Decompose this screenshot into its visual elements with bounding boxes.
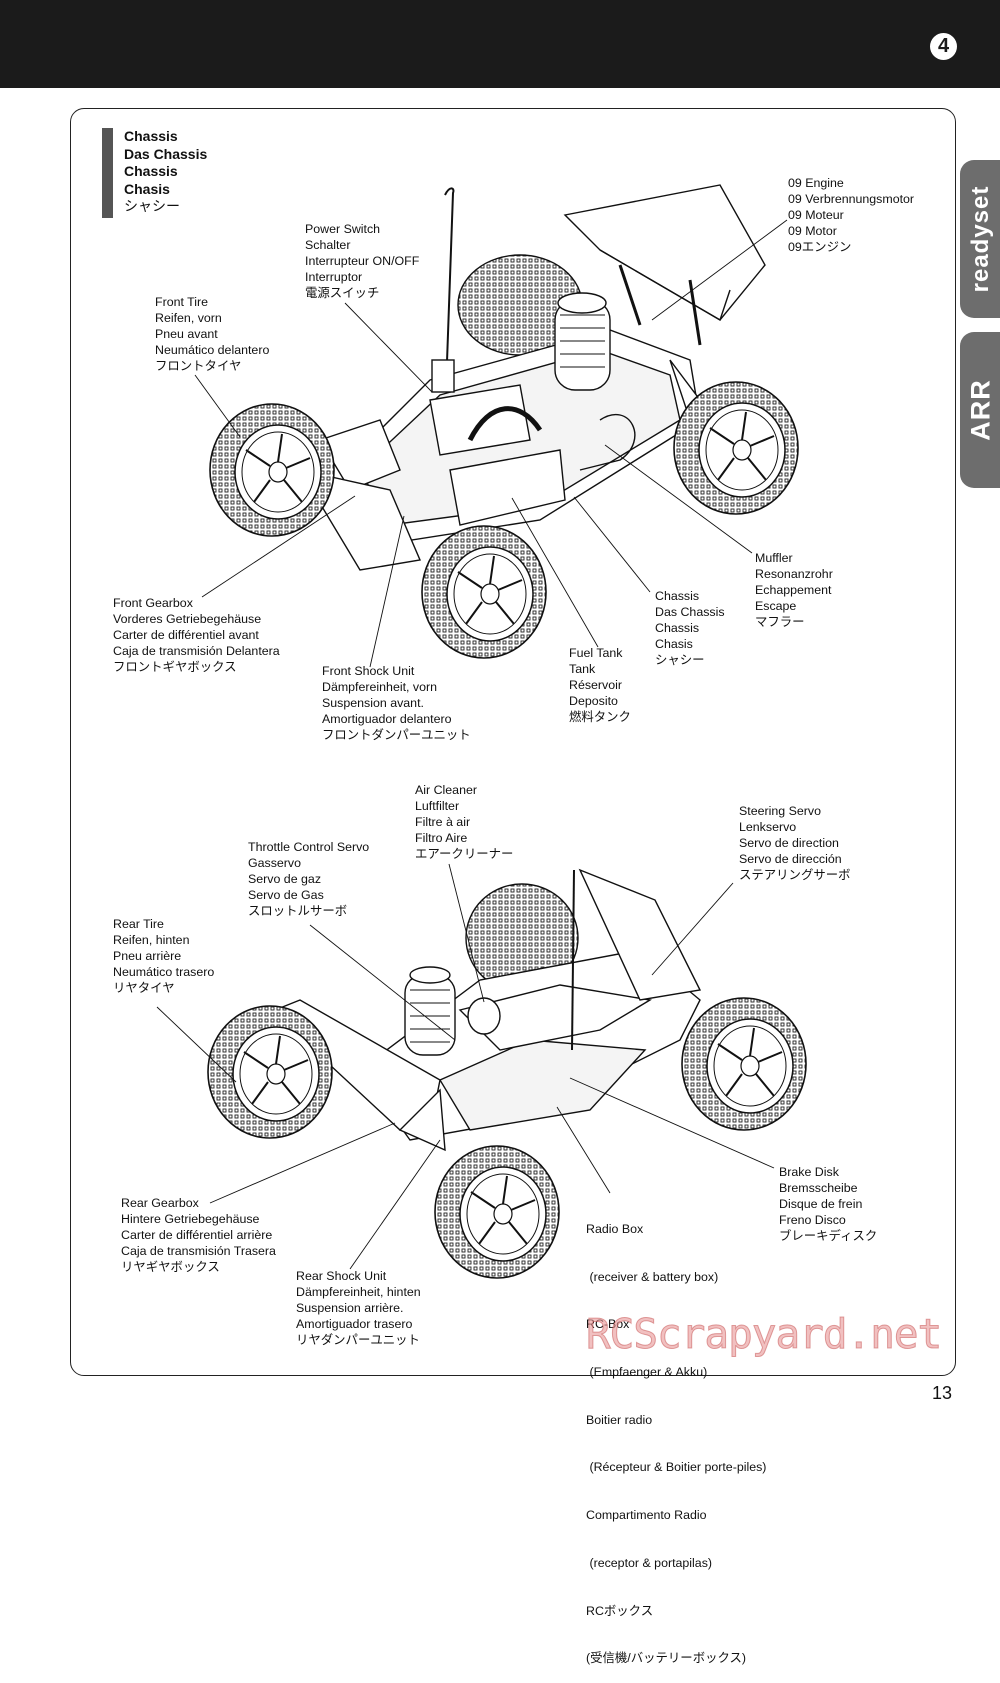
label-air-cleaner: Air Cleaner Luftfilter Filtre à air Filt… — [415, 783, 514, 861]
upper-car-drawing — [209, 184, 799, 659]
label-muffler: Muffler Resonanzrohr Echappement Escape … — [755, 551, 833, 629]
label-throttle-servo: Throttle Control Servo Gasservo Servo de… — [248, 840, 370, 918]
step-number-badge: 4 — [930, 33, 957, 60]
tab-arr: ARR — [960, 332, 1000, 488]
label-front-gearbox: Front Gearbox Vorderes Getriebegehäuse C… — [113, 596, 280, 674]
lower-car-drawing — [207, 868, 807, 1279]
page-number: 13 — [932, 1383, 953, 1403]
label-front-tire: Front Tire Reifen, vorn Pneu avant Neumá… — [155, 295, 270, 373]
section-heading: Chassis Das Chassis Chassis Chasis シャシー — [124, 128, 207, 216]
heading-line: Chasis — [124, 180, 170, 197]
leader-lines — [156, 219, 788, 1270]
label-front-shock: Front Shock Unit Dämpfereinheit, vorn Su… — [322, 664, 471, 742]
header-bar: 4 — [0, 0, 1000, 88]
heading-accent-bar — [102, 128, 113, 218]
label-rear-tire: Rear Tire Reifen, hinten Pneu arrière Ne… — [113, 917, 215, 995]
content-frame — [70, 108, 956, 1376]
heading-line: シャシー — [124, 198, 180, 215]
label-engine: 09 Engine 09 Verbrennungsmotor 09 Moteur… — [788, 176, 915, 254]
label-brake-disk: Brake Disk Bremsscheibe Disque de frein … — [779, 1165, 878, 1243]
label-rear-gearbox: Rear Gearbox Hintere Getriebegehäuse Car… — [121, 1196, 276, 1274]
tab-readyset: readyset — [960, 160, 1000, 318]
label-power-switch: Power Switch Schalter Interrupteur ON/OF… — [305, 222, 420, 300]
label-rear-shock: Rear Shock Unit Dämpfereinheit, hinten S… — [296, 1269, 421, 1347]
watermark: RCScrapyard.net — [585, 1310, 942, 1359]
label-chassis: Chassis Das Chassis Chassis Chasis シャシー — [655, 589, 725, 667]
label-radio-box: Radio Box (receiver & battery box) RC-Bo… — [586, 1221, 767, 1666]
heading-line: Chassis — [124, 163, 178, 180]
illustrations — [156, 184, 807, 1279]
label-steering-servo: Steering Servo Lenkservo Servo de direct… — [739, 804, 851, 882]
heading-line: Das Chassis — [124, 145, 208, 162]
heading-line: Chassis — [124, 128, 178, 144]
label-fuel-tank: Fuel Tank Tank Réservoir Deposito 燃料タンク — [569, 646, 631, 724]
